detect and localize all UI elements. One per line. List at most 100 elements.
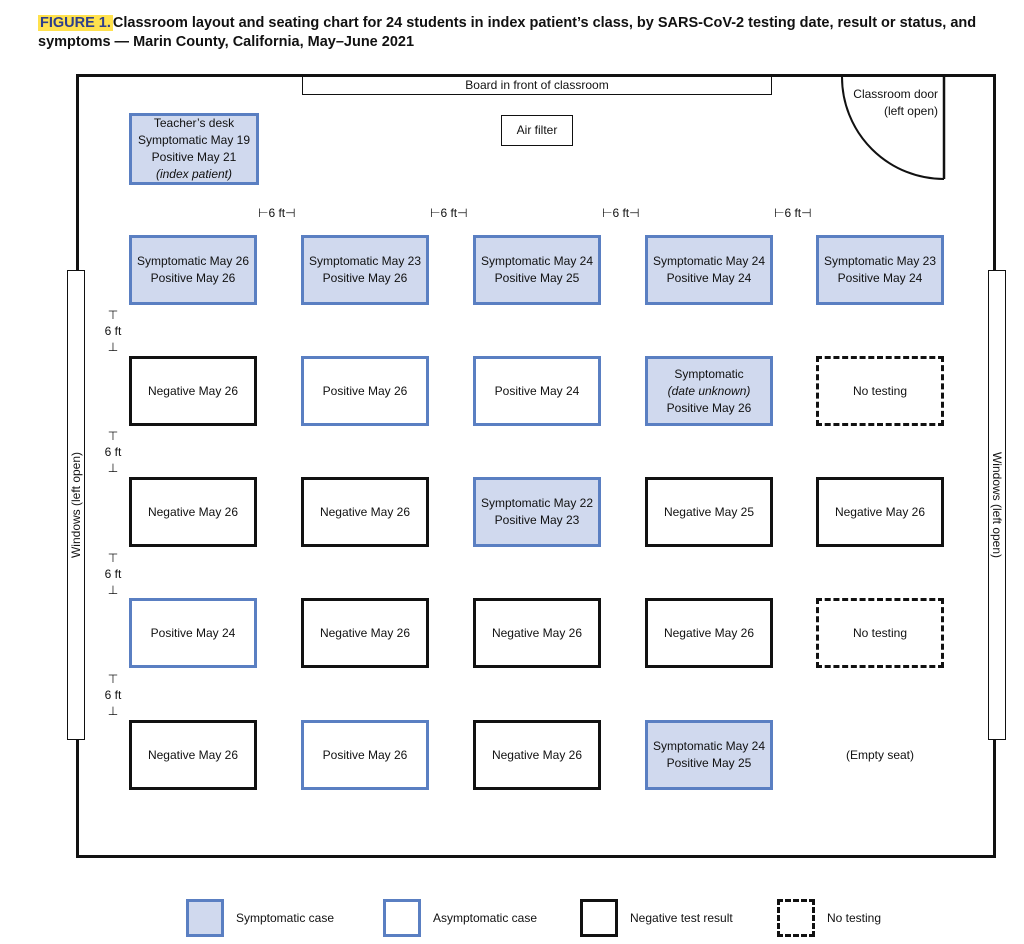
air-filter: Air filter	[501, 115, 573, 146]
horizontal-distance-1: ⊢6 ft⊣	[258, 206, 296, 220]
desk-text: Positive May 24	[666, 271, 752, 285]
student-desk-r2-c2: Positive May 26	[301, 356, 429, 426]
distance-label: 6 ft	[268, 206, 286, 220]
distance-label: 6 ft	[104, 324, 122, 338]
legend-swatch-symptomatic	[186, 899, 224, 937]
classroom-door-label: Classroom door (left open)	[848, 86, 938, 120]
student-desk-r4-c1: Positive May 24	[129, 598, 257, 668]
window-left-label: Windows (left open)	[69, 451, 83, 559]
desk-text: Positive May 26	[150, 271, 236, 285]
desk-text: Negative May 26	[319, 625, 411, 640]
legend-item-no-testing: No testing	[777, 896, 881, 940]
student-desk-r2-c3: Positive May 24	[473, 356, 601, 426]
tick-bottom: ⊥	[107, 461, 119, 475]
desk-text: Positive May 25	[666, 756, 752, 770]
student-desk-r4-c4: Negative May 26	[645, 598, 773, 668]
tick-bottom: ⊥	[107, 583, 119, 597]
desk-text: Positive May 23	[494, 513, 580, 527]
door-label-line-1: Classroom door	[853, 87, 938, 101]
tick-top: ⊤	[107, 429, 119, 443]
student-desk-r1-c4: Symptomatic May 24 Positive May 24	[645, 235, 773, 305]
desk-text: Symptomatic May 24	[652, 739, 766, 753]
distance-label: 6 ft	[612, 206, 630, 220]
desk-text: Symptomatic May 24	[652, 254, 766, 268]
desk-text: Symptomatic May 23	[308, 254, 422, 268]
student-desk-r1-c3: Symptomatic May 24 Positive May 25	[473, 235, 601, 305]
desk-text: Negative May 26	[319, 504, 411, 519]
desk-text: Negative May 26	[147, 383, 239, 398]
desk-text: Positive May 21	[151, 150, 237, 164]
desk-text: (date unknown)	[667, 383, 751, 398]
desk-text: Negative May 26	[663, 625, 755, 640]
tick-bottom: ⊥	[107, 340, 119, 354]
desk-text: Symptomatic May 22	[480, 496, 594, 510]
legend-label: Negative test result	[630, 911, 733, 925]
desk-text: Symptomatic May 24	[480, 254, 594, 268]
legend-item-negative: Negative test result	[580, 896, 733, 940]
student-desk-r4-c5: No testing	[816, 598, 944, 668]
legend-item-asymptomatic: Asymptomatic case	[383, 896, 537, 940]
legend-label: No testing	[827, 911, 882, 925]
student-desk-r5-c3: Negative May 26	[473, 720, 601, 790]
legend-item-symptomatic: Symptomatic case	[186, 896, 334, 940]
desk-text: Positive May 26	[322, 383, 408, 398]
student-desk-r1-c2: Symptomatic May 23 Positive May 26	[301, 235, 429, 305]
student-desk-r3-c1: Negative May 26	[129, 477, 257, 547]
tick-top: ⊤	[107, 308, 119, 322]
student-desk-r5-c4: Symptomatic May 24 Positive May 25	[645, 720, 773, 790]
tick-top: ⊤	[107, 551, 119, 565]
horizontal-distance-3: ⊢6 ft⊣	[602, 206, 640, 220]
legend-swatch-asymptomatic	[383, 899, 421, 937]
student-desk-r3-c4: Negative May 25	[645, 477, 773, 547]
student-desk-r3-c2: Negative May 26	[301, 477, 429, 547]
door-label-line-2: (left open)	[883, 104, 938, 118]
distance-label: 6 ft	[784, 206, 802, 220]
student-desk-r5-c5: (Empty seat)	[816, 720, 944, 790]
figure-title-line-2: symptoms — Marin County, California, May…	[38, 34, 415, 50]
desk-text: Negative May 26	[491, 747, 583, 762]
desk-text: Positive May 24	[150, 625, 236, 640]
vertical-distance-2: ⊤6 ft⊥	[101, 428, 125, 476]
desk-text: Teacher’s desk	[153, 116, 235, 130]
figure-title-text: Classroom layout and seating chart for 2…	[112, 15, 977, 31]
desk-text: (Empty seat)	[845, 747, 914, 762]
desk-text: Positive May 25	[494, 271, 580, 285]
desk-text: Negative May 26	[147, 504, 239, 519]
window-left: Windows (left open)	[67, 270, 85, 740]
student-desk-r2-c5: No testing	[816, 356, 944, 426]
desk-text: No testing	[852, 625, 908, 640]
tick-top: ⊤	[107, 672, 119, 686]
vertical-distance-4: ⊤ 6 ft ⊥	[101, 671, 125, 719]
desk-text: Positive May 26	[322, 747, 408, 762]
figure-title-line-1: FIGURE 1.Classroom layout and seating ch…	[38, 14, 1024, 33]
desk-text: Negative May 26	[491, 625, 583, 640]
figure-title: FIGURE 1.Classroom layout and seating ch…	[38, 14, 1024, 52]
desk-text: Symptomatic May 19	[137, 133, 251, 147]
figure-label: FIGURE 1.	[38, 15, 113, 31]
desk-text: Negative May 26	[147, 747, 239, 762]
desk-text: Symptomatic May 23	[823, 254, 937, 268]
board: Board in front of classroom	[302, 76, 772, 95]
desk-text: Positive May 24	[494, 383, 580, 398]
legend-swatch-negative	[580, 899, 618, 937]
student-desk-r1-c5: Symptomatic May 23 Positive May 24	[816, 235, 944, 305]
door-swing-icon	[841, 76, 946, 180]
distance-label: 6 ft	[104, 688, 122, 702]
tick-bottom: ⊥	[107, 704, 119, 718]
student-desk-r5-c1: Negative May 26	[129, 720, 257, 790]
student-desk-r4-c3: Negative May 26	[473, 598, 601, 668]
student-desk-r2-c1: Negative May 26	[129, 356, 257, 426]
distance-label: 6 ft	[440, 206, 458, 220]
distance-label: 6 ft	[104, 567, 122, 581]
desk-text: Positive May 24	[837, 271, 923, 285]
desk-text: Symptomatic May 26	[136, 254, 250, 268]
desk-text: Negative May 26	[834, 504, 926, 519]
desk-text: Positive May 26	[322, 271, 408, 285]
window-right: Windows (left open)	[988, 270, 1006, 740]
desk-text: No testing	[852, 383, 908, 398]
student-desk-r2-c4: Symptomatic(date unknown)Positive May 26	[645, 356, 773, 426]
vertical-distance-3: ⊤ 6 ft ⊥	[101, 550, 125, 598]
horizontal-distance-4: ⊢6 ft⊣	[774, 206, 812, 220]
student-desk-r4-c2: Negative May 26	[301, 598, 429, 668]
